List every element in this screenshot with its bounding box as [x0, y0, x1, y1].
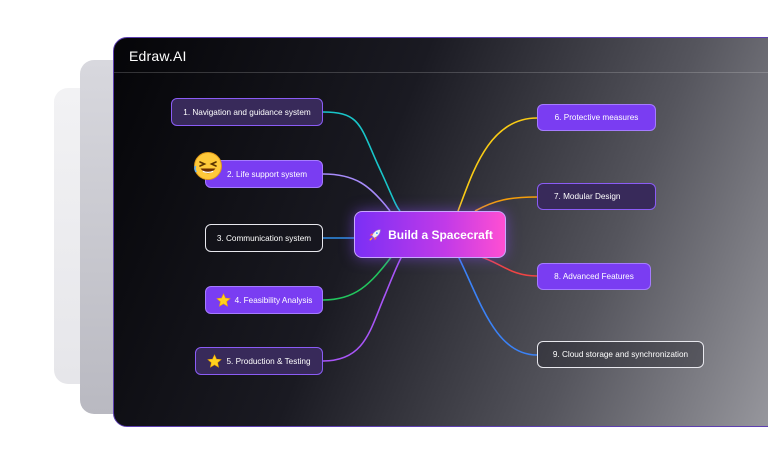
branch-label: 7. Modular Design: [554, 192, 621, 201]
branch-cloud[interactable]: 9. Cloud storage and synchronization: [537, 341, 704, 368]
branch-label: 8. Advanced Features: [554, 272, 634, 281]
branch-modular[interactable]: 7. Modular Design: [537, 183, 656, 210]
branch-label: 2. Life support system: [226, 169, 308, 179]
connector-navigation: [322, 111, 401, 212]
branch-label: 9. Cloud storage and synchronization: [552, 350, 689, 359]
branch-navigation[interactable]: 1. Navigation and guidance system: [171, 98, 323, 126]
app-title: Edraw.AI: [129, 48, 187, 64]
connector-protective: [457, 117, 538, 212]
connector-feasibility: [322, 255, 393, 301]
branch-life-support[interactable]: 2. Life support system: [205, 160, 323, 188]
connector-cloud: [457, 255, 538, 356]
connector-production: [322, 255, 403, 362]
grinning-squint-emoji-icon: [194, 152, 222, 180]
connector-modular: [474, 196, 538, 212]
rocket-icon: [369, 228, 381, 241]
star-icon: [207, 353, 223, 368]
branch-protective[interactable]: 6. Protective measures: [537, 104, 656, 131]
branch-label: 5. Production & Testing: [226, 356, 311, 366]
branch-label: 1. Navigation and guidance system: [183, 107, 311, 117]
branch-label: 4. Feasibility Analysis: [234, 295, 313, 305]
branch-label: 6. Protective measures: [554, 113, 639, 122]
branch-label: 3. Communication system: [216, 233, 312, 243]
branch-feasibility[interactable]: 4. Feasibility Analysis: [205, 286, 323, 314]
central-topic-label: Build a Spacecraft: [388, 227, 493, 242]
star-icon: [215, 292, 231, 307]
branch-communication[interactable]: 3. Communication system: [205, 224, 323, 252]
title-bar: Edraw.AI: [114, 38, 768, 73]
branch-advanced[interactable]: 8. Advanced Features: [537, 263, 651, 290]
branch-production[interactable]: 5. Production & Testing: [195, 347, 323, 375]
connector-advanced: [477, 255, 538, 277]
central-topic[interactable]: Build a Spacecraft: [354, 211, 506, 258]
connector-life-support: [322, 173, 391, 212]
